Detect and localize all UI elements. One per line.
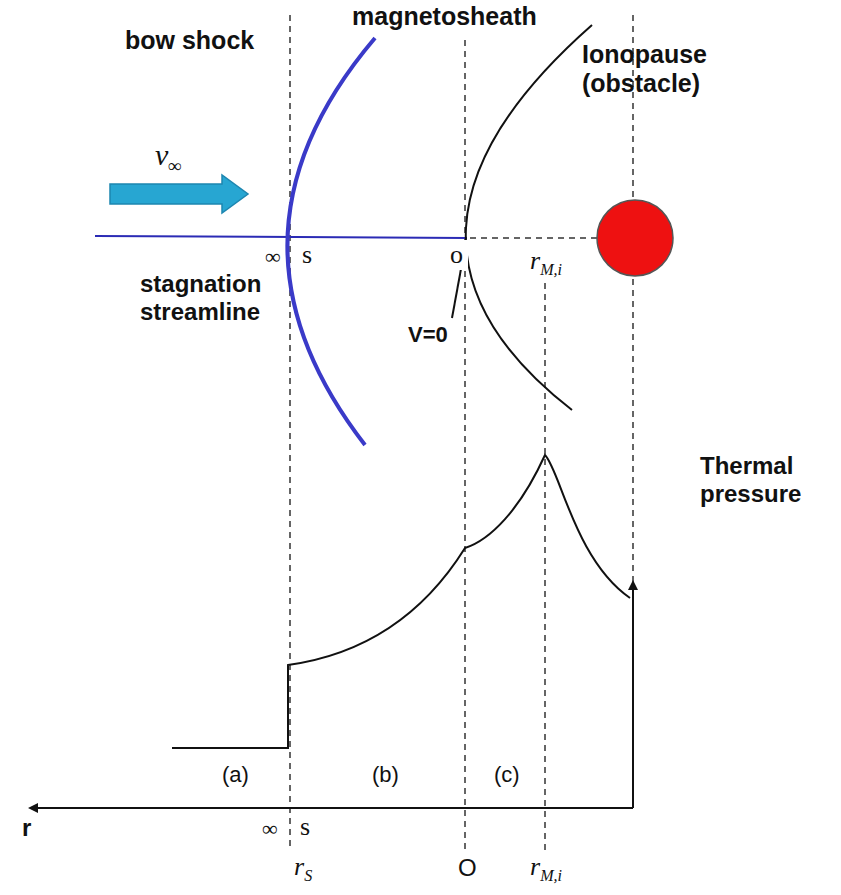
region-name: Ionopause (obstacle): [582, 40, 732, 98]
symbol-subscript: S: [304, 867, 312, 884]
point-label: s: [302, 240, 322, 270]
symbol-base: v: [155, 138, 168, 171]
r-axis: [30, 807, 633, 809]
bow-shock-curve: [287, 38, 375, 445]
symbol-subscript: M,i: [540, 867, 562, 884]
symbol-subscript: M,i: [540, 261, 562, 278]
stagnation-line: [95, 236, 467, 238]
symbol-base: r: [530, 852, 540, 881]
radius-label: rM,i: [528, 246, 564, 280]
flow-arrow: [110, 175, 248, 213]
pressure-curve: [172, 455, 630, 748]
point-label: s: [300, 812, 320, 842]
point-label: o: [448, 240, 468, 270]
ionopause-curve: [466, 25, 592, 410]
radius-label: rS: [294, 852, 312, 886]
region-tag: (b): [372, 762, 412, 787]
guide-lines: [290, 15, 633, 850]
velocity-note: V=0: [408, 322, 478, 347]
point-label: ∞: [265, 244, 287, 269]
symbol-subscript: ∞: [168, 155, 181, 176]
region-name: magnetosheath: [352, 2, 542, 31]
region-tag: (a): [222, 762, 262, 787]
line-name: stagnation streamline: [140, 270, 288, 325]
axis-title: Thermal pressure: [700, 452, 835, 507]
region-tag: (c): [494, 762, 534, 787]
planet: [597, 200, 673, 276]
origin-label: O: [456, 854, 484, 882]
region-name: bow shock: [125, 26, 295, 55]
symbol-base: r: [530, 246, 540, 275]
point-label: ∞: [262, 816, 284, 841]
radius-label: rM,i: [528, 852, 564, 886]
velocity-symbol: v∞: [155, 138, 182, 176]
pressure-axis: [632, 582, 634, 808]
axis-label: r: [22, 814, 42, 842]
symbol-base: r: [294, 852, 304, 881]
